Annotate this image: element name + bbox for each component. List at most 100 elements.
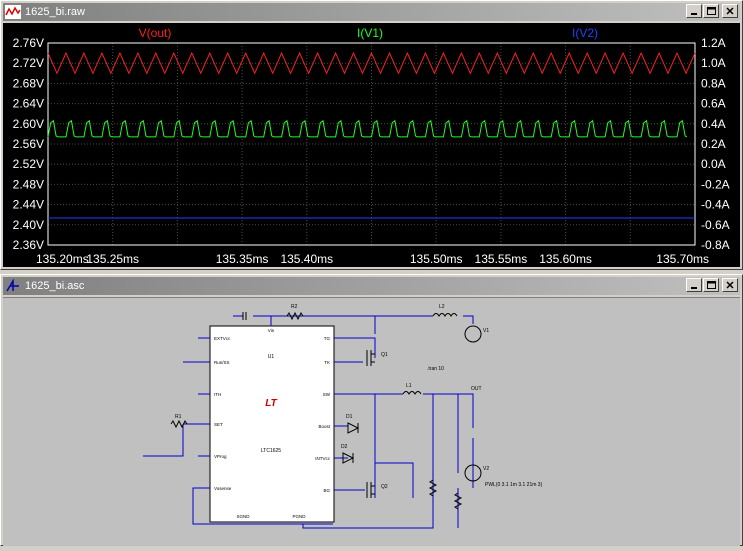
label-d2: D2: [341, 444, 348, 450]
left-axis-tick: 2.52V: [13, 157, 44, 171]
left-axis-tick: 2.68V: [13, 76, 44, 90]
pin-right: TG: [324, 336, 331, 341]
trace-label-iv2: I(V2): [572, 26, 598, 40]
left-axis-tick: 2.36V: [13, 238, 44, 252]
close-icon: [726, 7, 734, 15]
diode-d1: [347, 422, 360, 434]
pin-left: ITH: [214, 392, 221, 397]
ic-ref: U1: [268, 354, 275, 360]
pin-right: BG: [323, 488, 330, 493]
right-axis-tick: 1.2A: [701, 36, 726, 50]
schematic-labels: L2 L1 V1 V2 OUT .tran 10 PWL(0 3.1 1m 3.…: [175, 304, 543, 490]
components: [170, 311, 482, 510]
pin-left: Vosense: [214, 486, 232, 491]
schematic-svg: U1 LT LTC1625 Vin EXTVccRun/SSITHSETVPro…: [143, 304, 543, 529]
maximize-icon: [706, 7, 716, 15]
resistor-r3: [428, 479, 438, 497]
right-axis-tick: -0.2A: [701, 177, 730, 191]
left-axis-tick: 2.44V: [13, 198, 44, 212]
right-axis-tick: -0.6A: [701, 218, 730, 232]
inductor-l1: [402, 391, 422, 395]
pin-left: VProg: [214, 454, 227, 459]
pin-right: TK: [324, 360, 330, 365]
schematic-window-title: 1625_bi.asc: [25, 280, 85, 292]
pin-bottom-pgnd: PGND: [292, 514, 306, 519]
close-button[interactable]: [722, 4, 738, 18]
label-q2: Q2: [381, 484, 388, 490]
ic-logo: LT: [265, 398, 277, 409]
close-button[interactable]: [722, 278, 738, 292]
maximize-button[interactable]: [703, 4, 719, 18]
mosfet-q2: [366, 482, 375, 498]
right-axis-tick: -0.8A: [701, 238, 730, 252]
minimize-button[interactable]: [686, 4, 702, 18]
minimize-icon: [691, 287, 697, 289]
pin-right: Boost: [318, 424, 330, 429]
left-axis-tick: 2.56V: [13, 137, 44, 151]
close-icon: [726, 281, 734, 289]
schematic-app-icon: [6, 279, 19, 292]
mosfet-q1: [366, 350, 375, 366]
x-axis-tick: 135.60ms: [539, 252, 592, 266]
left-axis-tick: 2.60V: [13, 117, 44, 131]
pin-top-vin: Vin: [268, 328, 275, 333]
right-axis-tick: 0.8A: [701, 76, 726, 90]
trace-label-vout: V(out): [139, 26, 172, 40]
label-pwl: PWL(0 3.1 1m 3.1 21m 3): [485, 482, 543, 488]
x-axis-tick: 135.25ms: [86, 252, 139, 266]
label-v1: V1: [483, 328, 489, 334]
right-axis-tick: 0.2A: [701, 137, 726, 151]
trace-label-iv1: I(V1): [357, 26, 383, 40]
label-v2: V2: [483, 466, 489, 472]
x-axis-tick: 135.35ms: [216, 252, 269, 266]
right-axis-tick: -0.4A: [701, 198, 730, 212]
ic-part: LTC1625: [261, 448, 281, 454]
maximize-icon: [706, 281, 716, 289]
pin-bottom-sgnd: SGND: [236, 514, 250, 519]
minimize-icon: [691, 13, 697, 15]
label-l2: L2: [439, 304, 445, 310]
minimize-button[interactable]: [686, 278, 702, 292]
waveform-titlebar[interactable]: 1625_bi.raw: [3, 3, 740, 21]
left-axis-tick: 2.48V: [13, 177, 44, 191]
label-l1: L1: [406, 383, 412, 389]
label-r2: R2: [291, 304, 298, 310]
source-v1: [464, 325, 482, 343]
resistor-r4: [453, 492, 463, 510]
waveform-svg: V(out) I(V1) I(V2) 2.76V2.72V2.68V2.64V2…: [13, 26, 730, 266]
source-v2: [464, 464, 482, 482]
x-axis-tick: 135.40ms: [280, 252, 333, 266]
label-tran: .tran 10: [427, 366, 444, 372]
x-axis-tick: 135.20ms: [36, 252, 89, 266]
x-axis-tick: 135.70ms: [656, 252, 709, 266]
trace-vout: [47, 51, 696, 75]
trace-iv1: [47, 119, 688, 138]
label-r1: R1: [175, 414, 182, 420]
left-axis-tick: 2.64V: [13, 97, 44, 111]
wires: [143, 315, 474, 529]
schematic-titlebar[interactable]: 1625_bi.asc: [3, 277, 740, 295]
right-axis-tick: 1.0A: [701, 56, 726, 70]
label-d1: D1: [346, 414, 353, 420]
resistor-r2: [286, 311, 304, 321]
label-out: OUT: [471, 386, 482, 392]
maximize-button[interactable]: [703, 278, 719, 292]
pin-right: INTVcc: [315, 456, 331, 461]
pin-right: SW: [323, 392, 331, 397]
label-q1: Q1: [381, 352, 388, 358]
right-axis-tick: 0.0A: [701, 157, 726, 171]
inductor-l2: [432, 313, 458, 317]
right-axis-tick: 0.4A: [701, 117, 726, 131]
left-axis-tick: 2.76V: [13, 36, 44, 50]
x-axis-tick: 135.55ms: [475, 252, 528, 266]
left-axis-tick: 2.40V: [13, 218, 44, 232]
pin-left: Run/SS: [214, 360, 230, 365]
diode-d2: [342, 452, 355, 464]
capacitor-c1: [242, 312, 247, 320]
x-axis-tick: 135.50ms: [410, 252, 463, 266]
waveform-window-title: 1625_bi.raw: [25, 6, 85, 18]
ic-u1[interactable]: [209, 325, 335, 523]
